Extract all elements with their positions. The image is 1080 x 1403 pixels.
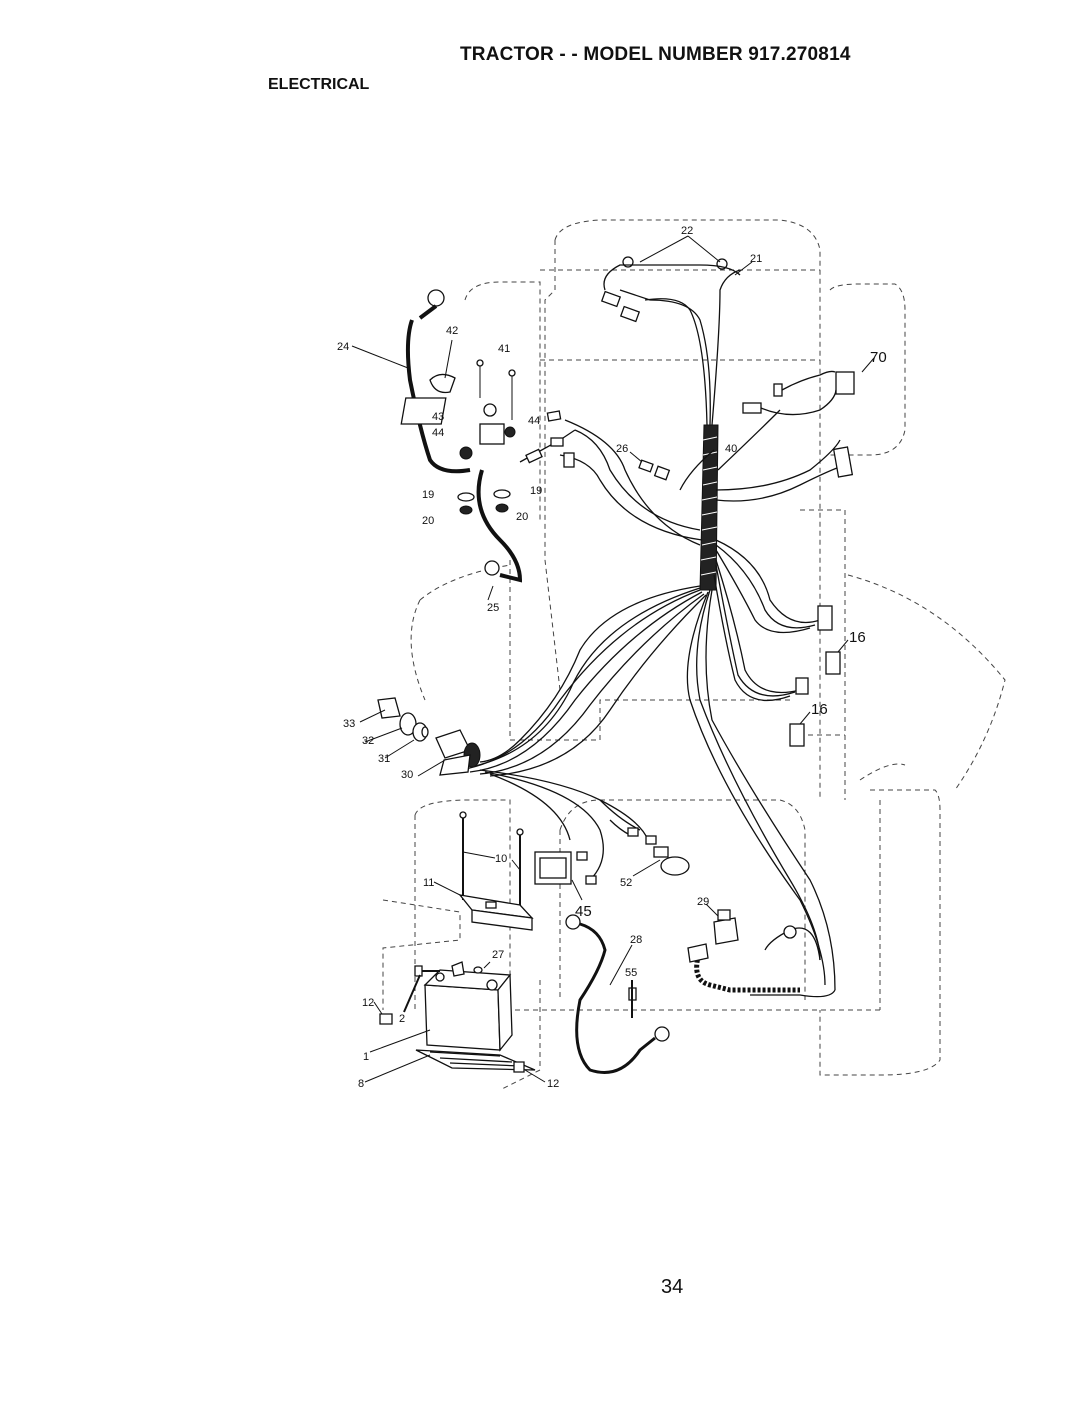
callout-19-left: 19	[422, 489, 434, 501]
lamp-52	[576, 799, 690, 885]
callout-27: 27	[492, 949, 504, 961]
callout-10: 10	[495, 853, 507, 865]
callout-1: 1	[363, 1051, 369, 1063]
callout-labels: 1 2 8 10 11 12 12 16 16 19 19 20 20 21 2…	[337, 225, 887, 1090]
ground-cable-28	[565, 914, 670, 1074]
page-title: TRACTOR - - MODEL NUMBER 917.270814	[460, 44, 851, 65]
connectors-upper	[600, 235, 875, 478]
battery-assembly	[364, 811, 546, 1083]
callout-25: 25	[487, 602, 499, 614]
callout-40: 40	[725, 443, 737, 455]
connectors-16	[789, 605, 849, 747]
callout-16-upper: 16	[849, 629, 866, 646]
callout-29: 29	[697, 896, 709, 908]
callout-11: 11	[423, 877, 434, 889]
callout-55: 55	[625, 967, 637, 979]
callout-43: 43	[432, 411, 444, 423]
callout-30: 30	[401, 769, 413, 781]
callout-26: 26	[616, 443, 628, 455]
callout-20-left: 20	[422, 515, 434, 527]
callout-45: 45	[575, 903, 592, 920]
callout-16-lower: 16	[811, 701, 828, 718]
callout-2: 2	[399, 1013, 405, 1025]
connector-26	[629, 451, 671, 481]
callout-44-left: 44	[432, 427, 444, 439]
callout-70: 70	[870, 349, 887, 366]
callout-32: 32	[362, 735, 374, 747]
callout-22: 22	[681, 225, 693, 237]
callout-8: 8	[358, 1078, 364, 1090]
callout-12-right: 12	[547, 1078, 559, 1090]
callout-28: 28	[630, 934, 642, 946]
callout-44-right: 44	[528, 415, 540, 427]
callout-41: 41	[498, 343, 510, 355]
section-heading: ELECTRICAL	[268, 76, 370, 93]
switch-29	[628, 903, 797, 1018]
module-45	[534, 851, 583, 901]
wiring-harness	[459, 269, 846, 998]
callout-24: 24	[337, 341, 349, 353]
callout-52: 52	[620, 877, 632, 889]
harness-coil-sleeve	[699, 424, 719, 591]
coiled-wire-29	[694, 949, 800, 993]
page-number: 34	[661, 1276, 684, 1298]
callout-20-right: 20	[516, 511, 528, 523]
callout-12-left: 12	[362, 997, 374, 1009]
callout-31: 31	[378, 753, 390, 765]
callout-42: 42	[446, 325, 458, 337]
callout-19-right: 19	[530, 485, 542, 497]
solenoid-assembly	[351, 289, 576, 601]
ignition-switch-assembly	[359, 697, 481, 777]
callout-21: 21	[750, 253, 762, 265]
callout-33: 33	[343, 718, 355, 730]
